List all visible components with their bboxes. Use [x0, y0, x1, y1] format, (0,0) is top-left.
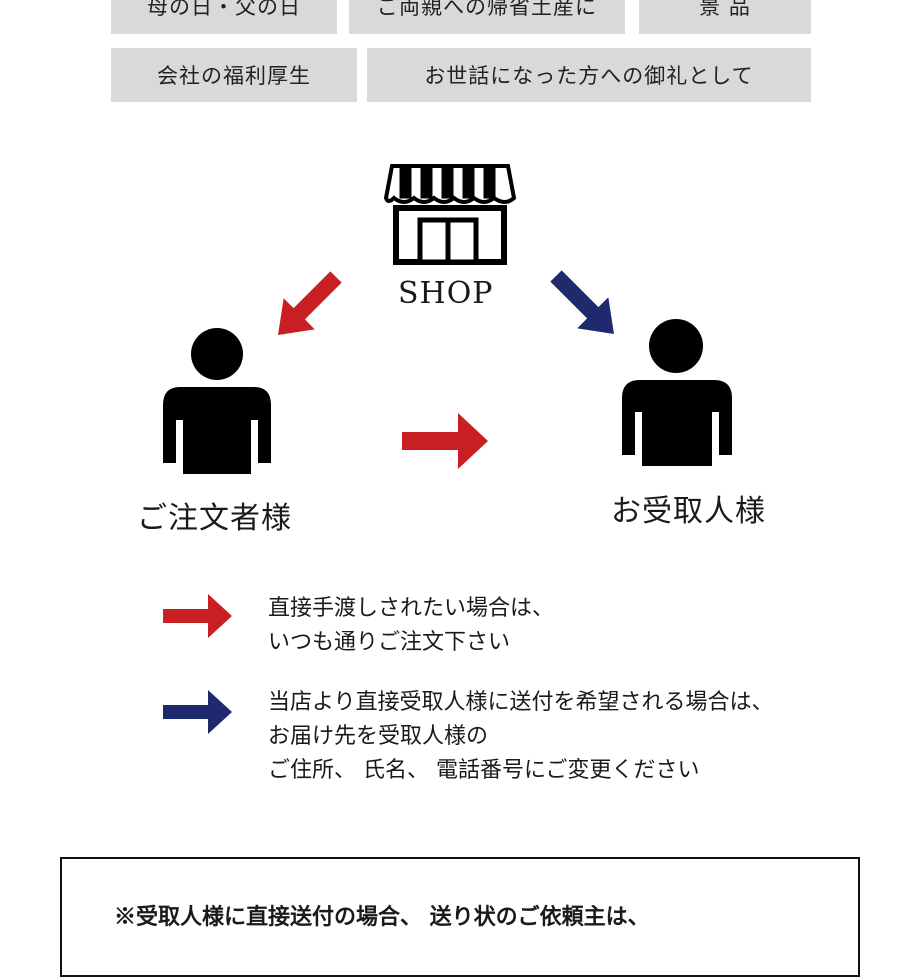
legend-blue-text: 当店より直接受取人様に送付を希望される場合は、 お届け先を受取人様の ご住所、 …: [268, 686, 774, 788]
shop-icon: [383, 164, 517, 265]
notice-text: ※受取人様に直接送付の場合、 送り状のご依頼主は、: [114, 904, 650, 930]
legend-red-line-2: いつも通りご注文下さい: [268, 630, 511, 655]
shop-label: SHOP: [398, 276, 494, 311]
orderer-label: ご注文者様: [137, 501, 292, 536]
red-arrow-orderer-to-recipient: [402, 413, 488, 469]
legend-red-arrow: [163, 594, 232, 638]
legend-red-text: 直接手渡しされたい場合は、 いつも通りご注文下さい: [268, 592, 554, 660]
legend-blue-line-2: お届け先を受取人様の: [268, 724, 489, 749]
tag-mothers-fathers-day: 母の日・父の日: [111, 0, 337, 34]
tag-employee-welfare: 会社の福利厚生: [111, 48, 357, 102]
legend-blue-line-3: ご住所、 氏名、 電話番号にご変更ください: [268, 758, 700, 783]
legend-red-line-1: 直接手渡しされたい場合は、: [268, 596, 555, 621]
tag-thank-you-gift: お世話になった方への御礼として: [367, 48, 811, 102]
red-arrow-shop-to-orderer: [278, 271, 342, 335]
recipient-label: お受取人様: [611, 494, 766, 529]
recipient-person-icon: [622, 319, 732, 466]
tag-prize: 景 品: [639, 0, 811, 34]
tag-homecoming-souvenir: ご両親への帰省土産に: [349, 0, 625, 34]
orderer-person-icon: [163, 328, 271, 474]
legend-blue-line-1: 当店より直接受取人様に送付を希望される場合は、: [268, 690, 774, 715]
legend-blue-arrow: [163, 690, 232, 734]
notice-box: ※受取人様に直接送付の場合、 送り状のご依頼主は、: [60, 857, 860, 977]
flow-diagram: [163, 164, 732, 734]
blue-arrow-shop-to-recipient: [550, 270, 614, 334]
